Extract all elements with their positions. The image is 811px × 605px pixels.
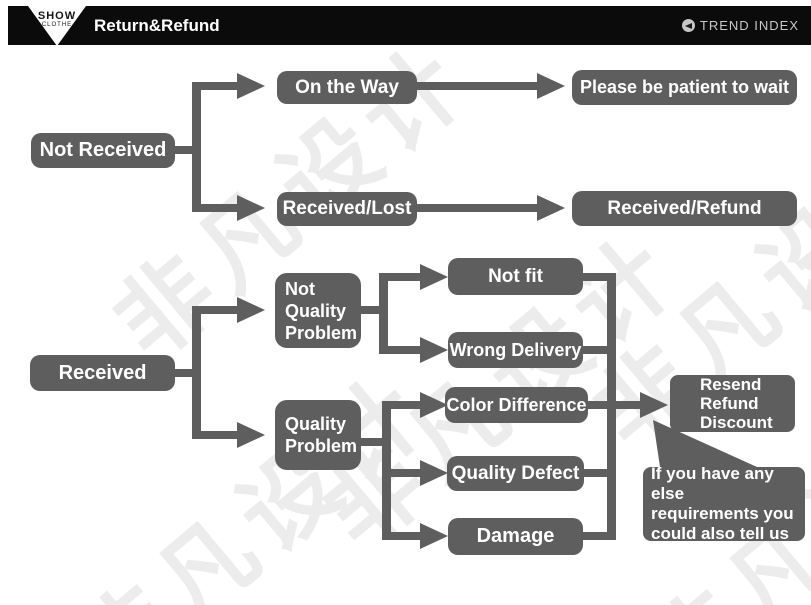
back-arrow-circle-icon xyxy=(681,19,695,33)
show-clothe-logo: SHOW CLOTHE xyxy=(28,6,86,46)
connector-line xyxy=(192,82,201,212)
connector-line xyxy=(588,401,616,409)
node-not-fit: Not fit xyxy=(448,258,583,295)
node-line: Not xyxy=(285,278,315,299)
note-line: could also tell us xyxy=(651,524,789,543)
connector-line xyxy=(417,204,537,212)
brand-text: TREND INDEX xyxy=(699,18,799,33)
arrowhead-icon xyxy=(237,297,265,323)
node-not-received: Not Received xyxy=(31,133,175,168)
logo-text-show: SHOW xyxy=(37,10,77,22)
node-received: Received xyxy=(30,355,175,391)
connector-line xyxy=(192,306,201,439)
note-speech-bubble: If you have any else requirements you co… xyxy=(643,464,805,543)
logo-text-clothe: CLOTHE xyxy=(41,22,73,28)
arrowhead-icon xyxy=(640,392,668,418)
connector-line xyxy=(583,532,616,540)
node-line: Problem xyxy=(285,322,358,343)
arrowhead-icon xyxy=(420,460,448,486)
connector-line xyxy=(387,532,420,540)
arrowhead-icon xyxy=(420,264,448,290)
node-color-difference: Color Difference xyxy=(445,387,588,423)
connector-line xyxy=(387,469,420,477)
node-line: Quality xyxy=(285,300,347,321)
node-line: Resend xyxy=(700,375,762,394)
node-line: Quality xyxy=(285,414,347,434)
connector-line xyxy=(384,346,420,354)
node-quality-problem: Quality Problem xyxy=(275,400,361,470)
node-not-quality-problem: Not Quality Problem xyxy=(275,273,361,348)
page-title: Return&Refund xyxy=(94,16,220,35)
arrowhead-icon xyxy=(537,73,565,99)
node-damage: Damage xyxy=(448,518,583,555)
connector-line xyxy=(197,204,237,212)
connector-line xyxy=(387,401,420,409)
connector-line xyxy=(197,431,237,439)
header-bar: SHOW CLOTHE Return&Refund TREND INDEX xyxy=(8,6,811,46)
connector-line xyxy=(616,401,642,409)
connector-line xyxy=(197,82,237,90)
arrowhead-icon xyxy=(237,73,265,99)
connector-line xyxy=(379,273,388,354)
brand-label: TREND INDEX xyxy=(681,6,799,45)
node-please-be-patient: Please be patient to wait xyxy=(572,70,797,105)
node-received-lost: Received/Lost xyxy=(277,192,417,226)
connector-line xyxy=(361,306,383,314)
connector-line xyxy=(417,82,537,90)
node-line: Discount xyxy=(700,413,773,432)
node-wrong-delivery: Wrong Delivery xyxy=(448,332,583,368)
connector-line xyxy=(584,469,616,477)
node-line: Problem xyxy=(285,436,358,456)
connector-line xyxy=(197,306,237,314)
arrowhead-icon xyxy=(237,422,265,448)
connector-line xyxy=(384,273,420,281)
arrowhead-icon xyxy=(237,195,265,221)
connector-line xyxy=(607,273,616,540)
node-line: Refund xyxy=(700,394,759,413)
connector-line xyxy=(361,438,386,446)
connector-line xyxy=(583,346,616,354)
connector-line xyxy=(173,369,193,377)
note-line: If you have any else xyxy=(651,464,774,503)
arrowhead-icon xyxy=(420,337,448,363)
connector-line xyxy=(583,273,616,281)
node-quality-defect: Quality Defect xyxy=(447,456,584,491)
node-received-refund: Received/Refund xyxy=(572,191,797,226)
arrowhead-icon xyxy=(420,523,448,549)
arrowhead-icon xyxy=(420,392,448,418)
connector-line xyxy=(382,401,391,540)
node-resend-refund-discount: Resend Refund Discount xyxy=(670,375,795,432)
node-on-the-way: On the Way xyxy=(277,71,417,104)
connector-line xyxy=(173,146,193,154)
arrowhead-icon xyxy=(537,195,565,221)
note-line: requirements you xyxy=(651,504,794,523)
